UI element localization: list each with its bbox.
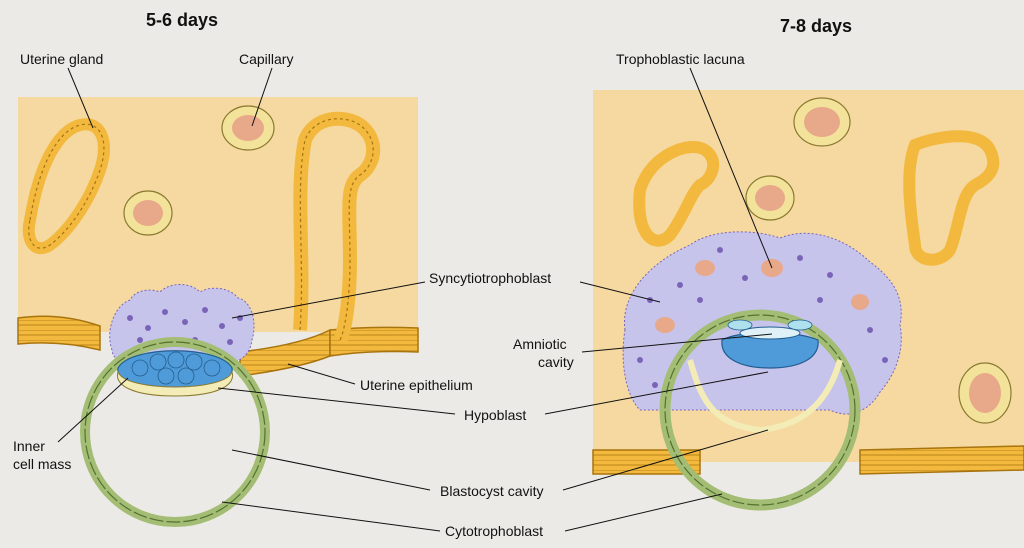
right-amnioblast-1: [727, 319, 753, 331]
label-cytotrophoblast: Cytotrophoblast: [445, 523, 544, 539]
label-hypoblast: Hypoblast: [464, 407, 527, 423]
label-syncytiotrophoblast: Syncytiotrophoblast: [429, 270, 552, 286]
right-hypoblast-lining: [687, 359, 843, 434]
leader-hypoblast-left: [217, 387, 456, 415]
right-uterine-gland-2: [903, 130, 1000, 266]
leader-blastocyst-left: [231, 449, 431, 491]
left-icm-cells: [131, 351, 221, 385]
right-capillary-2-blood: [755, 185, 785, 211]
leader-uterine-gland: [67, 67, 94, 129]
label-inner-cell-mass-line1: Inner: [13, 438, 45, 454]
leader-amniotic-cavity: [581, 333, 773, 353]
label-amniotic-cavity-line2: cavity: [538, 354, 574, 370]
uterine-gland-1-outline: [28, 123, 105, 249]
leader-blastocyst-right: [562, 429, 769, 491]
leader-lines: [57, 67, 773, 532]
right-capillary-1-blood: [804, 107, 840, 137]
left-panel: [17, 97, 419, 548]
label-trophoblastic-lacuna: Trophoblastic lacuna: [616, 51, 745, 67]
left-syncytio-nuclei: [127, 307, 243, 345]
right-capillary-3-blood: [969, 373, 1001, 413]
capillary-1-blood: [232, 115, 264, 141]
right-uterine-epithelium-2: [859, 445, 1024, 475]
left-hypoblast: [116, 370, 234, 397]
leader-inner-cell-mass: [57, 377, 129, 443]
left-epithelium-band: [329, 326, 419, 357]
left-blastocyst-wall-outline: [84, 341, 266, 523]
leader-hypoblast-right: [544, 371, 769, 415]
right-blastocyst-wall-outline: [664, 314, 856, 506]
right-syncytio-nuclei: [637, 247, 888, 388]
leader-cytotrophoblast-left: [221, 501, 441, 532]
right-amniotic-cavity: [739, 326, 801, 340]
uterine-gland-2-outline: [299, 118, 374, 341]
label-amniotic-cavity-line1: Amniotic: [513, 336, 567, 352]
capillary-2-blood: [133, 200, 163, 226]
right-cavity-space: [593, 462, 1024, 548]
label-blastocyst-cavity: Blastocyst cavity: [440, 483, 544, 499]
leader-capillary: [251, 67, 273, 127]
leader-syncytio-left: [231, 281, 426, 319]
label-uterine-epithelium: Uterine epithelium: [360, 377, 473, 393]
leader-syncytio-right: [579, 281, 661, 303]
label-uterine-gland: Uterine gland: [20, 51, 104, 67]
leader-uterine-epithelium: [287, 363, 356, 385]
right-uterine-gland-1: [633, 140, 720, 247]
title-5-6-days: 5-6 days: [146, 10, 219, 30]
leader-trophoblastic-lacuna: [689, 67, 773, 269]
right-amnioblast-2: [787, 319, 813, 331]
label-capillary: Capillary: [239, 51, 294, 67]
title-7-8-days: 7-8 days: [780, 16, 853, 36]
leader-cytotrophoblast-right: [564, 493, 723, 532]
left-uterine-epithelium: [17, 315, 101, 351]
right-panel: [592, 90, 1024, 548]
label-inner-cell-mass-line2: cell mass: [13, 456, 72, 472]
